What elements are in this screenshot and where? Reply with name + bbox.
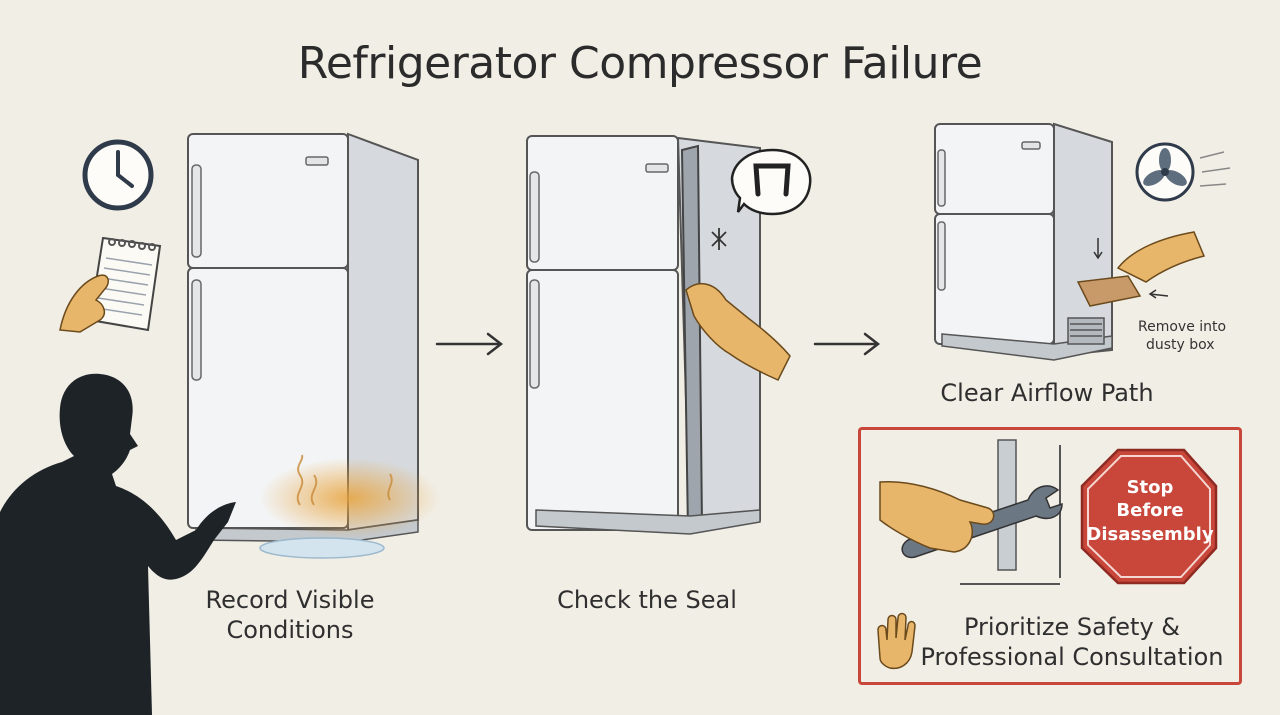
notepad-icon: [59, 236, 162, 333]
arrow-2: [813, 332, 881, 356]
fridge-3: [934, 122, 1206, 361]
stop-sign-text: Stop Before Disassembly: [1080, 476, 1220, 546]
airflow-callout-line-1: Remove into: [1138, 319, 1227, 335]
step-3-label: Clear Airflow Path: [940, 379, 1154, 407]
stop-sign-line-2: Before: [1116, 500, 1184, 522]
safety-label-line-2: Professional Consultation: [920, 643, 1224, 672]
page-title: Refrigerator Compressor Failure: [297, 38, 983, 89]
clock-icon: [82, 139, 154, 211]
step-1-label: Record Visible Conditions: [180, 585, 400, 646]
safety-panel: [858, 427, 1242, 685]
step-2-label: Check the Seal: [557, 586, 737, 614]
person-silhouette: [0, 373, 236, 715]
arrow-1: [435, 332, 504, 356]
safety-label-line-1: Prioritize Safety &: [964, 613, 1180, 641]
fridge-1: [187, 132, 440, 559]
airflow-callout: Remove into dusty box: [1138, 318, 1226, 354]
fridge-2: [526, 135, 791, 535]
step-1-label-line-1: Record Visible: [205, 586, 375, 614]
fan-icon: [1135, 142, 1231, 202]
seal-callout-icon: [730, 148, 812, 216]
step-1-label-line-2: Conditions: [226, 616, 354, 645]
stop-sign-icon: [1080, 448, 1218, 585]
safety-label: Prioritize Safety & Professional Consult…: [912, 612, 1232, 673]
hand-stop-icon: [877, 612, 916, 670]
stop-sign-line-3: Disassembly: [1086, 523, 1214, 545]
stop-sign-line-1: Stop: [1126, 477, 1174, 498]
wrench-icon: [879, 439, 1063, 585]
airflow-callout-line-2: dusty box: [1146, 337, 1215, 354]
